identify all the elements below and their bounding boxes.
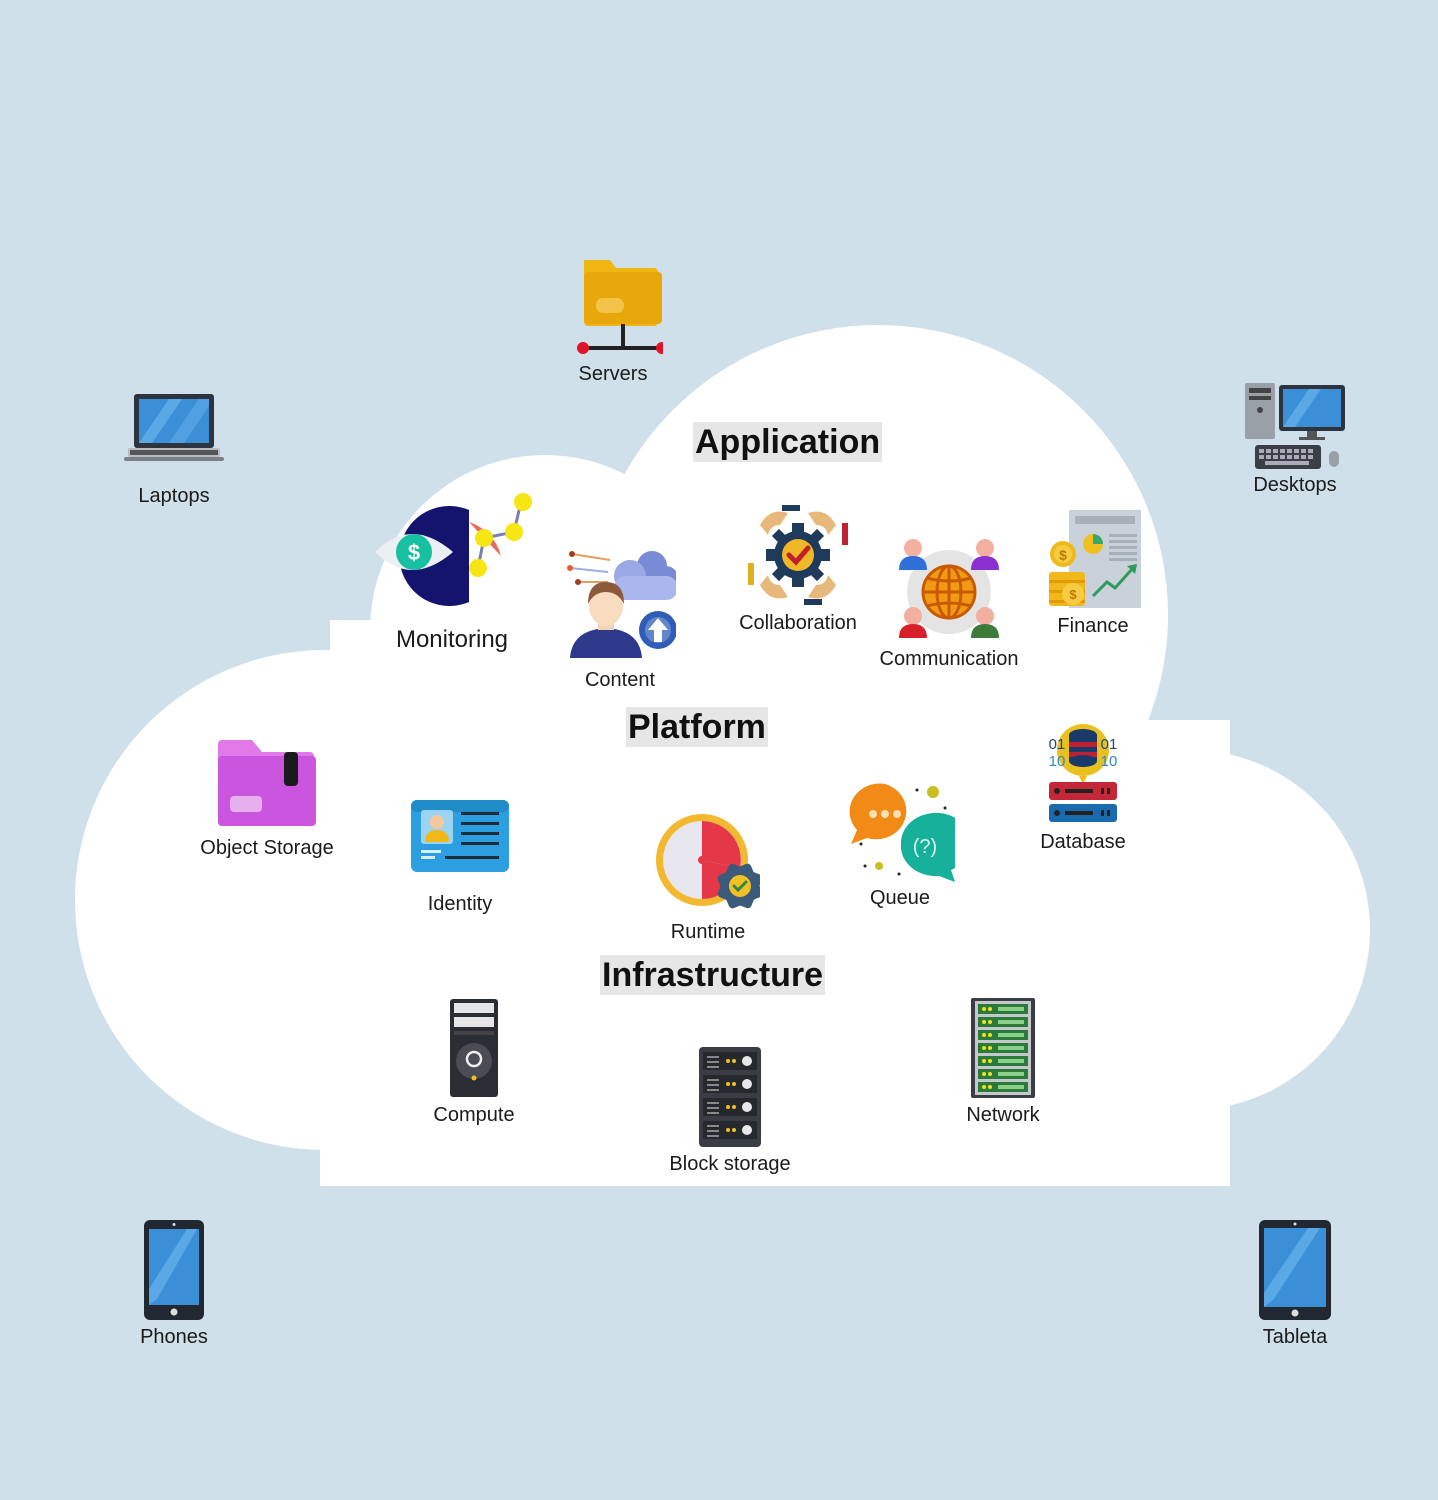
communication-globe-icon	[899, 539, 999, 638]
storage-rack-icon	[699, 1047, 761, 1147]
content-node[interactable]: Content	[560, 546, 680, 692]
identity-label: Identity	[427, 893, 493, 915]
monitoring-icon: $	[375, 493, 532, 606]
tablet-icon	[1259, 1220, 1331, 1320]
phones-node[interactable]: Phones	[114, 1219, 234, 1349]
identity-node[interactable]: Identity	[400, 798, 520, 916]
section-infrastructure-heading: Infrastructure	[600, 955, 826, 995]
desktops-label: Desktops	[1253, 474, 1337, 496]
folder-network-icon	[577, 260, 663, 354]
queue-label: Queue	[869, 887, 931, 909]
svg-text:$: $	[1059, 547, 1067, 563]
tableta-node[interactable]: Tableta	[1235, 1219, 1355, 1349]
collaboration-gear-icon	[748, 505, 848, 605]
compute-label: Compute	[433, 1104, 515, 1126]
runtime-label: Runtime	[670, 921, 746, 943]
compute-node[interactable]: Compute	[414, 997, 534, 1127]
servers-label: Servers	[578, 363, 648, 385]
collaboration-label: Collaboration	[739, 612, 857, 634]
block-storage-label: Block storage	[669, 1153, 791, 1175]
communication-node[interactable]: Communication	[869, 538, 1029, 671]
object-storage-node[interactable]: Object Storage	[186, 738, 348, 860]
svg-text:$: $	[1069, 587, 1077, 602]
finance-label: Finance	[1057, 615, 1129, 637]
network-node[interactable]: Network	[943, 997, 1063, 1127]
queue-node[interactable]: (?) Queue	[840, 782, 960, 910]
network-rack-icon	[971, 998, 1035, 1098]
finance-node[interactable]: $ $ Finance	[1038, 508, 1148, 638]
communication-label: Communication	[879, 648, 1019, 670]
content-upload-icon	[567, 551, 676, 658]
database-server-icon: 01 10 01 10	[1049, 724, 1118, 822]
desktops-node[interactable]: Desktops	[1235, 383, 1355, 497]
monitoring-node[interactable]: $ Monitoring	[367, 490, 537, 652]
id-card-icon	[411, 800, 509, 872]
database-binary-left-1: 01	[1049, 736, 1066, 753]
runtime-node[interactable]: Runtime	[648, 812, 768, 944]
tableta-label: Tableta	[1262, 1326, 1328, 1348]
finance-report-icon: $ $	[1049, 510, 1141, 608]
section-platform-heading: Platform	[626, 707, 768, 747]
folder-icon	[218, 740, 316, 826]
network-label: Network	[966, 1104, 1040, 1126]
servers-node[interactable]: Servers	[553, 256, 673, 386]
svg-text:$: $	[408, 540, 420, 565]
monitoring-label: Monitoring	[395, 626, 509, 653]
tower-server-icon	[450, 999, 498, 1097]
content-label: Content	[584, 669, 656, 691]
collaboration-node[interactable]: Collaboration	[733, 503, 863, 635]
svg-text:(?): (?)	[913, 836, 937, 858]
database-node[interactable]: 01 10 01 10 Database	[1028, 722, 1138, 854]
laptops-label: Laptops	[138, 485, 210, 507]
stopwatch-gear-icon	[656, 814, 760, 909]
chat-bubbles-icon: (?)	[849, 783, 955, 882]
phones-label: Phones	[140, 1326, 208, 1348]
laptops-node[interactable]: Laptops	[114, 392, 234, 508]
database-binary-right-2: 10	[1101, 753, 1118, 770]
object-storage-label: Object Storage	[200, 837, 334, 859]
database-binary-left-2: 10	[1049, 753, 1066, 770]
desktop-computer-icon	[1245, 383, 1345, 469]
phone-icon	[144, 1220, 204, 1320]
section-application-heading: Application	[693, 422, 883, 462]
database-label: Database	[1040, 831, 1126, 853]
laptop-icon	[124, 394, 224, 461]
database-binary-right-1: 01	[1101, 736, 1118, 753]
block-storage-node[interactable]: Block storage	[660, 1046, 800, 1176]
